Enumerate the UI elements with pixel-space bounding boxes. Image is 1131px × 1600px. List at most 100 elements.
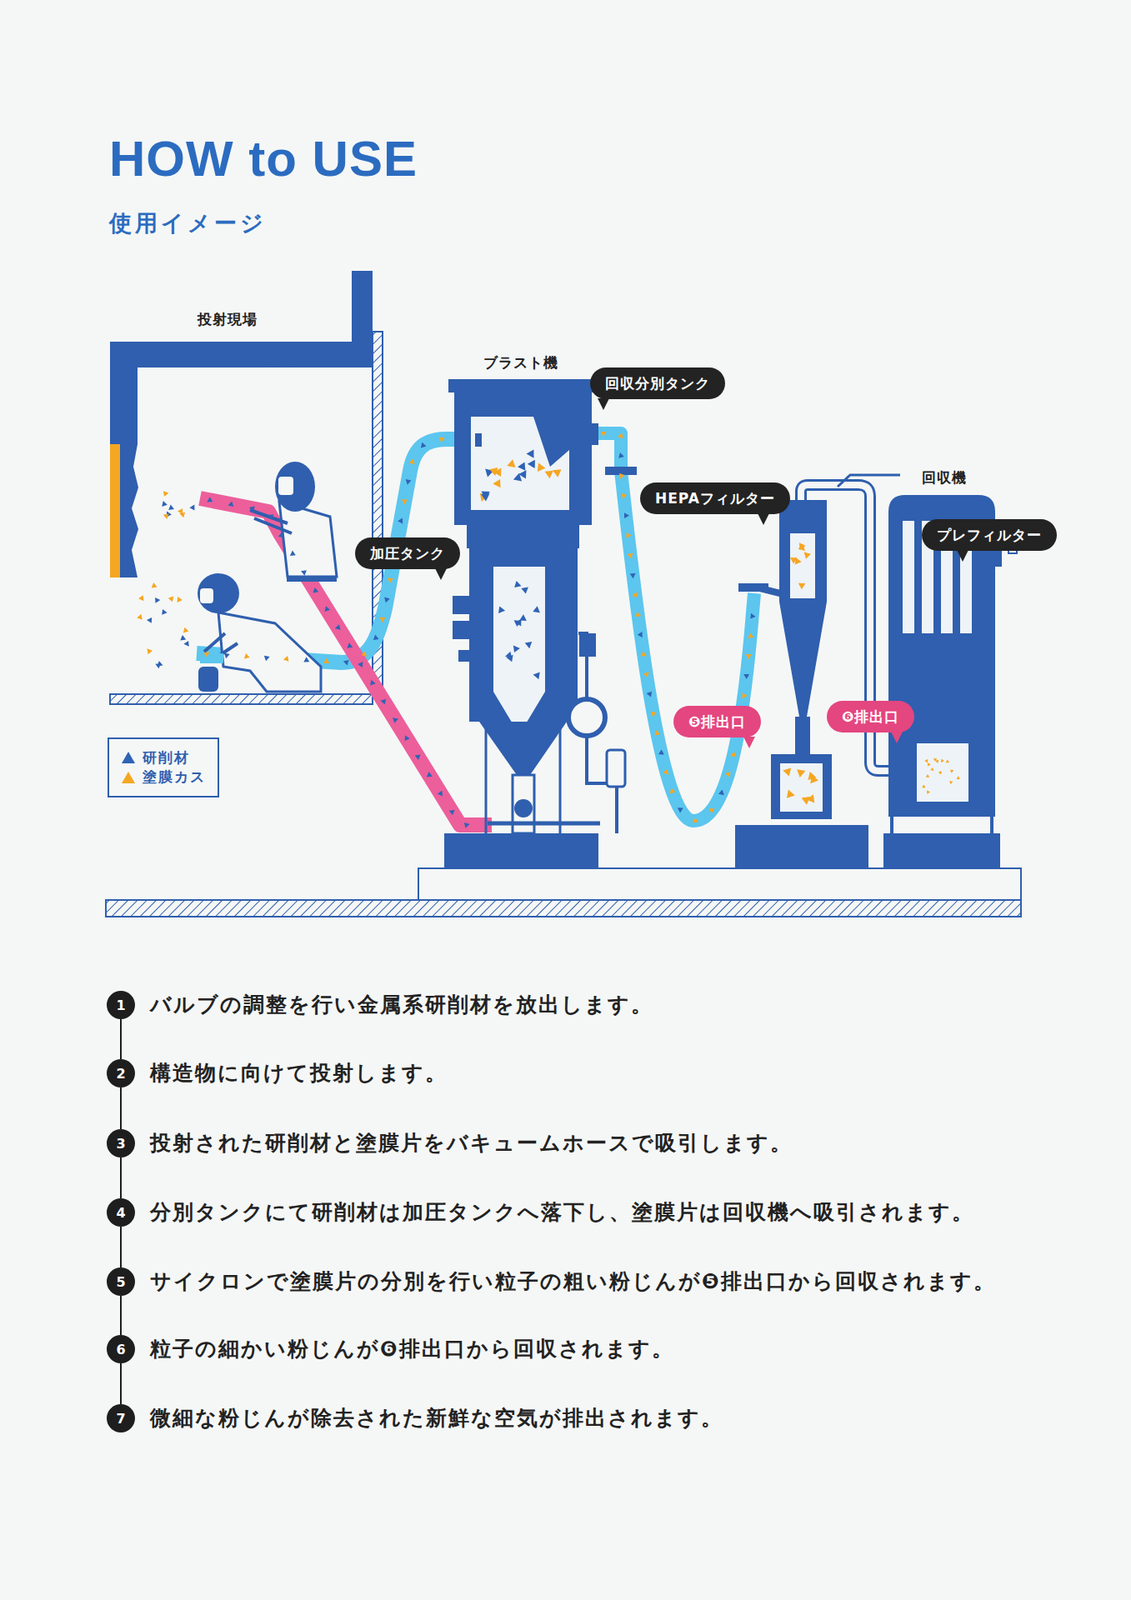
particle: [300, 570, 307, 576]
worker: [250, 461, 337, 582]
particle: [786, 790, 796, 799]
step-circle: 5: [106, 1267, 136, 1297]
legend-swatch-shape: [121, 751, 136, 764]
legend-swatch: [120, 770, 136, 785]
particle: [526, 449, 535, 458]
particle: [627, 553, 634, 560]
particle: [924, 759, 928, 763]
legend-swatch-shape: [121, 771, 136, 784]
legend-swatch: [120, 750, 136, 765]
particle: [624, 512, 630, 519]
illustration-part: [110, 444, 121, 578]
particle: [397, 518, 403, 525]
particle: [146, 648, 153, 655]
particle: [806, 794, 816, 803]
particle: [177, 596, 183, 603]
callout-text: 加圧タンク: [370, 545, 446, 562]
particle: [168, 505, 175, 511]
particle: [343, 660, 350, 666]
particle: [163, 490, 170, 497]
particle: [935, 760, 939, 764]
particle: [489, 467, 498, 476]
worker: [197, 573, 321, 692]
particle: [312, 587, 319, 594]
illustration-part: [286, 576, 337, 582]
illustration-part: [780, 763, 823, 812]
step-row: 5サイクロンで塗膜片の分別を行い粒子の粗い粉じんが❺排出口から回収されます。: [106, 1267, 996, 1297]
particle: [798, 583, 806, 591]
particle: [514, 580, 521, 588]
step-circle: 3: [106, 1129, 136, 1158]
particle: [161, 609, 167, 616]
particle: [750, 613, 756, 620]
illustration-part: [466, 523, 580, 549]
particle: [183, 627, 190, 634]
illustration-part: [493, 566, 546, 692]
illustration-part: [795, 716, 811, 755]
step-circle: 7: [106, 1404, 136, 1433]
step-text: 分別タンクにて研削材は加圧タンクへ落下し、塗膜片は回収機へ吸引されます。: [150, 1200, 975, 1226]
callout-text: 回収分別タンク: [605, 375, 711, 392]
particles: [136, 431, 961, 829]
illustration-part: [770, 754, 832, 820]
particle: [635, 611, 641, 617]
particle: [921, 785, 926, 789]
particle: [180, 635, 186, 641]
particle: [387, 577, 394, 584]
legend-row: 研削材: [120, 749, 206, 766]
illustration-part: [278, 476, 294, 496]
subtitle: 使用イメージ: [109, 210, 267, 237]
callout-tail: [743, 736, 756, 749]
particle: [533, 672, 541, 681]
illustration-part: [590, 423, 599, 446]
illustration-part: [606, 750, 626, 787]
illustration-part: [250, 350, 352, 368]
particle: [677, 807, 684, 813]
particle: [151, 582, 158, 588]
particle: [405, 479, 412, 486]
callout-bubble: ❻排出口: [826, 700, 915, 733]
illustration-part: [790, 533, 816, 599]
particle: [520, 587, 529, 595]
particle: [527, 460, 536, 469]
particle: [283, 655, 290, 662]
illustration-part: [110, 694, 373, 705]
legend-text: 研削材: [142, 749, 191, 766]
callout-tail: [597, 398, 610, 411]
particle: [177, 508, 183, 515]
particle: [346, 642, 353, 648]
particle: [545, 470, 554, 479]
particle: [373, 635, 380, 641]
particle: [933, 758, 937, 762]
particle: [168, 596, 175, 603]
illustration-part: [444, 833, 599, 869]
particle: [640, 650, 647, 656]
legend-row: 塗膜カス: [120, 768, 206, 786]
platform: [418, 868, 1021, 901]
particle: [415, 755, 421, 761]
particle: [161, 500, 168, 507]
particle: [949, 780, 953, 785]
blast-hose: [200, 498, 492, 826]
particle: [357, 661, 363, 668]
particle: [401, 499, 408, 505]
particle: [709, 808, 716, 814]
callout-tail: [435, 568, 447, 581]
illustration-part: [279, 501, 337, 577]
particle: [626, 532, 632, 539]
particle: [360, 650, 367, 657]
illustration-part: [454, 391, 592, 526]
particle: [956, 775, 961, 780]
particle: [498, 605, 506, 614]
particle: [807, 771, 816, 781]
illustration-part: [452, 620, 470, 640]
flange: [605, 466, 637, 476]
particle: [290, 550, 296, 556]
particle: [384, 597, 391, 604]
particle: [798, 544, 806, 551]
title: HOW to USE: [109, 131, 418, 187]
illustration-part: [487, 821, 601, 826]
collector: [883, 495, 1017, 869]
ground: [105, 900, 1021, 917]
step-connector: [120, 1226, 122, 1268]
